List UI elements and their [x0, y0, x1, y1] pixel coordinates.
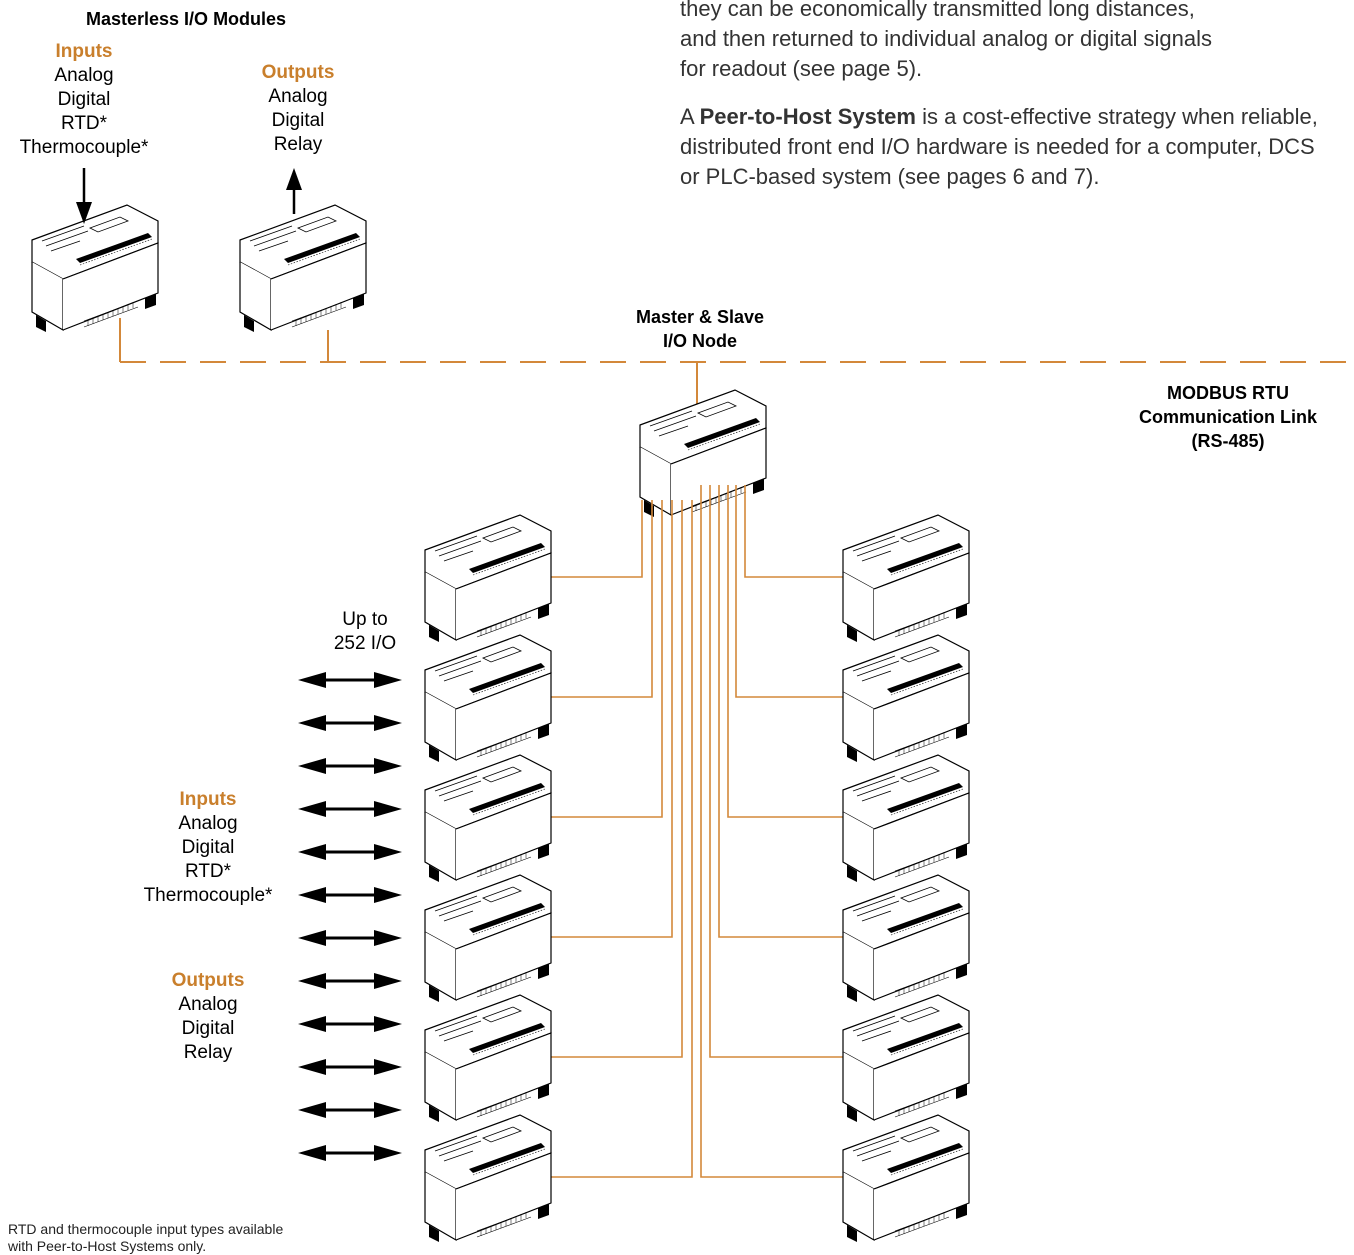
description-line: and then returned to individual analog o… [680, 26, 1213, 51]
masterless-input-item: Thermocouple* [19, 137, 149, 158]
master-node-label-line: Master & Slave [635, 307, 765, 327]
slave-wire-right [744, 485, 855, 578]
io-arrows [298, 672, 402, 1161]
side-input-item: RTD* [184, 861, 232, 882]
bidirectional-arrow [298, 715, 402, 731]
footnote: RTD and thermocouple input types availab… [8, 1221, 283, 1255]
side-input-item: Analog [178, 813, 238, 834]
bidirectional-arrow [298, 672, 402, 688]
side-input-item: Digital [181, 837, 235, 858]
description-paragraph-1: they can be economically transmitted lon… [680, 0, 1340, 84]
bidirectional-arrow [298, 758, 402, 774]
slave-wire-left [530, 500, 683, 1058]
bidirectional-arrow [298, 1059, 402, 1075]
slave-module-left [424, 754, 552, 883]
bidirectional-arrow [298, 801, 402, 817]
description-rest: is a cost-effective strategy when reliab… [680, 104, 1318, 189]
slave-wire-right [718, 485, 855, 938]
master-node-label-line: I/O Node [662, 331, 737, 351]
masterless-output-module [239, 204, 367, 333]
capacity-line: 252 I/O [333, 633, 397, 654]
slave-module-left [424, 634, 552, 763]
masterless-output-item: Digital [271, 110, 325, 131]
footnote-line: RTD and thermocouple input types availab… [8, 1221, 284, 1237]
slave-module-right [842, 754, 970, 883]
master-node-label: Master & Slave I/O Node [610, 305, 790, 353]
masterless-input-item: RTD* [60, 113, 108, 134]
link-label-line: (RS-485) [1191, 431, 1265, 451]
masterless-output-item: Analog [268, 86, 328, 107]
capacity-line: Up to [342, 609, 388, 630]
bidirectional-arrow [298, 1102, 402, 1118]
slave-module-right [842, 634, 970, 763]
bidirectional-arrow [298, 1145, 402, 1161]
peer-to-host-term: Peer-to-Host System [699, 104, 916, 129]
master-slave-node [639, 389, 767, 518]
bidirectional-arrow [298, 973, 402, 989]
masterless-input-module [31, 204, 159, 333]
capacity-label: Up to 252 I/O [320, 608, 410, 656]
slave-module-right [842, 874, 970, 1003]
slave-wire-left [530, 500, 653, 698]
masterless-input-item: Digital [57, 89, 111, 110]
masterless-inputs-heading: Inputs [55, 41, 113, 62]
slave-wire-left [530, 500, 693, 1178]
slave-module-right [842, 1114, 970, 1243]
link-label: MODBUS RTU Communication Link (RS-485) [1118, 381, 1338, 453]
side-outputs-heading: Outputs [171, 970, 245, 991]
side-output-item: Analog [178, 994, 238, 1015]
slave-modules [424, 514, 970, 1243]
slave-wire-right [709, 485, 855, 1058]
masterless-inputs-list: Inputs Analog Digital RTD* Thermocouple* [0, 40, 168, 160]
slave-module-right [842, 514, 970, 643]
slave-module-left [424, 994, 552, 1123]
slave-wire-right [727, 485, 855, 818]
slave-module-left [424, 1114, 552, 1243]
description: they can be economically transmitted lon… [680, 0, 1340, 192]
masterless-outputs-list: Outputs Analog Digital Relay [238, 61, 358, 157]
footnote-line: with Peer-to-Host Systems only. [8, 1238, 207, 1254]
bidirectional-arrow [298, 887, 402, 903]
description-paragraph-2: A Peer-to-Host System is a cost-effectiv… [680, 102, 1340, 192]
bidirectional-arrow [298, 844, 402, 860]
side-output-item: Digital [181, 1018, 235, 1039]
slave-module-left [424, 874, 552, 1003]
slave-module-left [424, 514, 552, 643]
slave-wiring [530, 485, 855, 1178]
side-inputs-list: Inputs Analog Digital RTD* Thermocouple* [130, 788, 286, 908]
description-line: for readout (see page 5). [680, 56, 923, 81]
slave-wire-left [530, 500, 673, 938]
masterless-title: Masterless I/O Modules [86, 9, 287, 29]
slave-wire-right [700, 485, 855, 1178]
side-output-item: Relay [183, 1042, 233, 1063]
description-line: they can be economically transmitted lon… [680, 0, 1195, 21]
description-prefix: A [680, 104, 700, 129]
link-label-line: MODBUS RTU [1167, 383, 1289, 403]
side-inputs-heading: Inputs [179, 789, 237, 810]
output-up-arrow [286, 168, 302, 214]
side-outputs-list: Outputs Analog Digital Relay [148, 969, 268, 1065]
bidirectional-arrow [298, 930, 402, 946]
slave-module-right [842, 994, 970, 1123]
input-down-arrow [76, 168, 92, 224]
side-input-item: Thermocouple* [143, 885, 273, 906]
slave-wire-left [530, 500, 663, 818]
masterless-input-item: Analog [54, 65, 114, 86]
bidirectional-arrow [298, 1016, 402, 1032]
slave-wire-right [735, 485, 855, 698]
slave-wire-left [530, 500, 643, 578]
link-label-line: Communication Link [1138, 407, 1317, 427]
masterless-output-item: Relay [273, 134, 323, 155]
masterless-outputs-heading: Outputs [261, 62, 335, 83]
